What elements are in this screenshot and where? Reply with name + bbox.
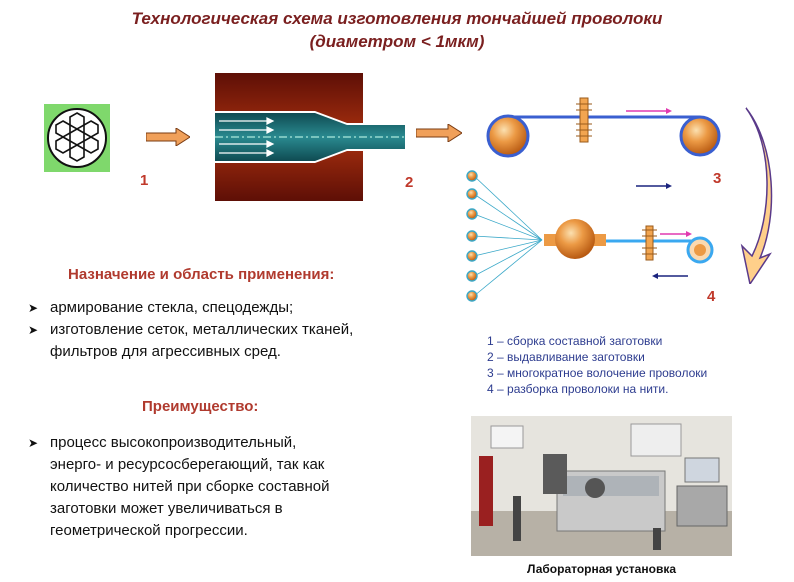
purpose-heading: Назначение и область применения: <box>68 266 335 283</box>
drawing-unit <box>486 97 721 158</box>
legend: 1 – сборка составной заготовки 2 – выдав… <box>487 333 787 397</box>
title-line-1: Технологическая схема изготовления тонча… <box>131 9 663 28</box>
step-3-label: 3 <box>713 170 722 187</box>
bullet-arrow-icon: ➤ <box>28 323 39 337</box>
purpose-item: фильтров для агрессивных сред. <box>50 343 281 360</box>
purpose-item: ➤изготовление сеток, металлических ткане… <box>28 319 448 341</box>
step-1-label: 1 <box>140 172 149 189</box>
arrow-step2-icon <box>416 124 462 142</box>
direction-arrow-icon <box>636 183 672 189</box>
bullet-arrow-icon: ➤ <box>28 436 39 450</box>
advantage-text: ➤процесс высокопроизводительный, энерго-… <box>28 434 330 539</box>
curved-arrow-icon <box>740 107 773 284</box>
legend-item: 1 – сборка составной заготовки <box>487 334 663 348</box>
step-2-label: 2 <box>405 174 414 191</box>
disassembly-unit <box>466 170 714 302</box>
extrusion-die <box>215 73 405 201</box>
lab-setup-photo <box>471 416 732 556</box>
legend-item: 3 – многократное волочение проволоки <box>487 366 708 380</box>
title-line-2: (диаметром < 1мкм) <box>309 32 485 51</box>
advantage-heading: Преимущество: <box>142 398 259 415</box>
legend-item: 4 – разборка проволоки на нити. <box>487 382 669 396</box>
purpose-list: ➤армирование стекла, спецодежды; ➤изгото… <box>28 297 448 362</box>
billet-cross-section <box>44 104 110 172</box>
legend-item: 2 – выдавливание заготовки <box>487 350 645 364</box>
photo-caption: Лабораторная установка <box>526 562 676 576</box>
step-4-label: 4 <box>707 288 716 305</box>
arrow-step1-icon <box>146 128 190 146</box>
purpose-item: ➤армирование стекла, спецодежды; <box>28 297 448 319</box>
bullet-arrow-icon: ➤ <box>28 301 39 315</box>
